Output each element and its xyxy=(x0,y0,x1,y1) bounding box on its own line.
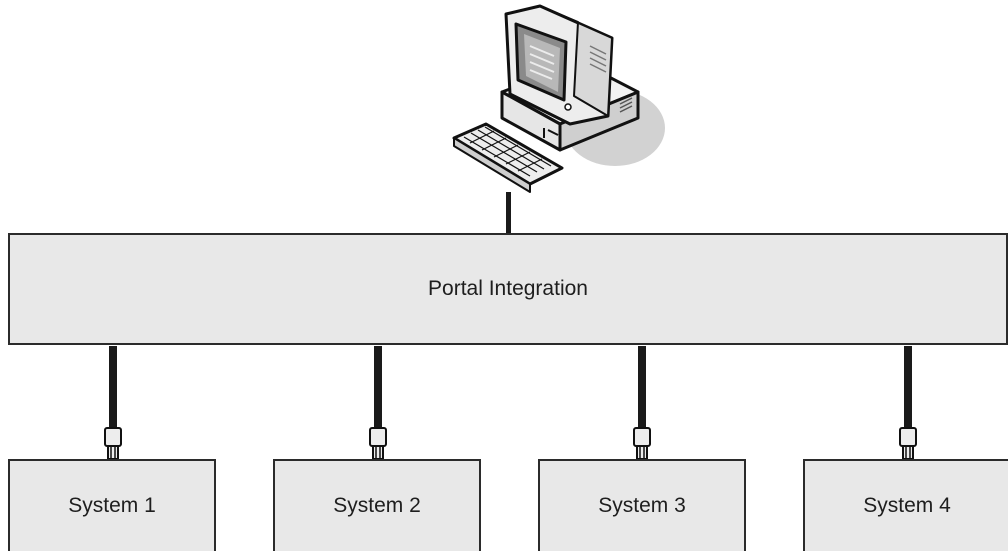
portal-integration-box: Portal Integration xyxy=(8,233,1008,345)
connector-plug-icon xyxy=(899,346,917,459)
system-label: System 4 xyxy=(863,494,951,517)
system-box-1: System 1 xyxy=(8,459,216,551)
system-label: System 3 xyxy=(598,494,686,517)
system-label: System 1 xyxy=(68,494,156,517)
desktop-computer-icon xyxy=(452,4,665,193)
portal-integration-label: Portal Integration xyxy=(428,277,588,300)
system-box-2: System 2 xyxy=(273,459,481,551)
system-box-4: System 4 xyxy=(803,459,1008,551)
connector-plug-icon xyxy=(369,346,387,459)
connector-plug-icon xyxy=(104,346,122,459)
connector-plug-icon xyxy=(633,346,651,459)
system-box-3: System 3 xyxy=(538,459,746,551)
computer-connection-wire xyxy=(506,192,511,233)
system-label: System 2 xyxy=(333,494,421,517)
